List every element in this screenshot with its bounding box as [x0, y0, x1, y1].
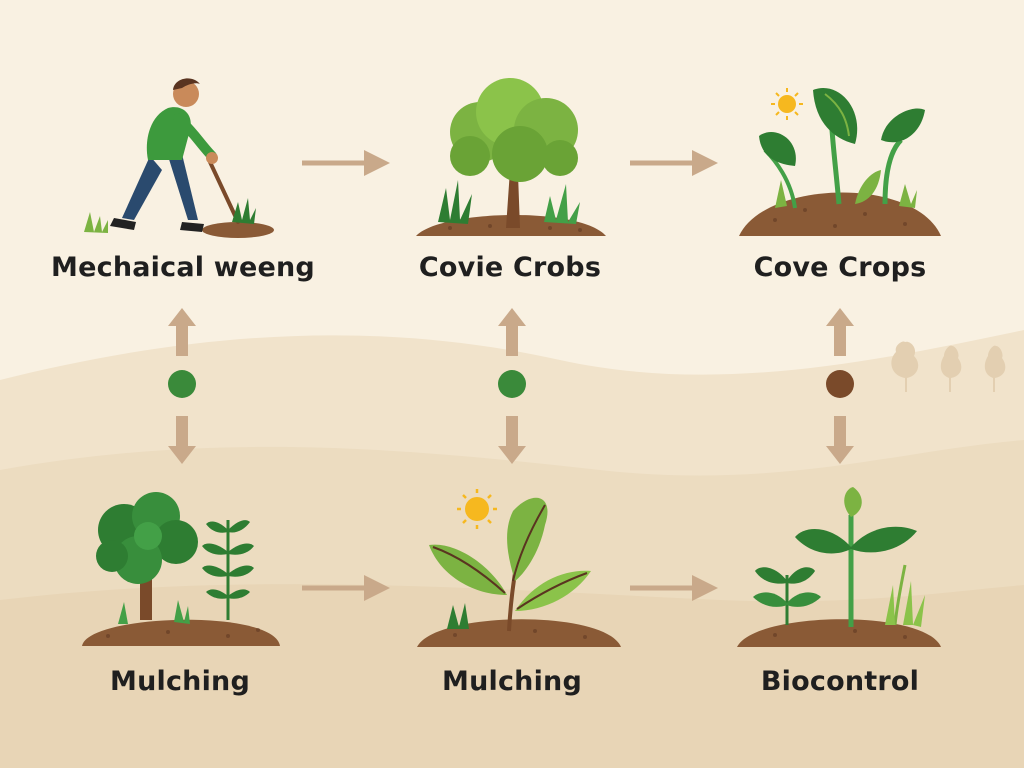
arrow-right-row1-a	[302, 150, 390, 176]
sun-icon	[771, 88, 803, 120]
node-label-mulching-2: Mulching	[442, 666, 582, 697]
node-label-mulching-1: Mulching	[110, 666, 250, 697]
sun-icon	[457, 489, 497, 529]
node-label-cove-crops: Cove Crops	[753, 252, 927, 283]
tree-icon	[416, 78, 606, 236]
connector-column-2	[498, 308, 526, 464]
person-hoeing-icon	[84, 78, 274, 238]
connector-dot-3	[826, 370, 854, 398]
node-label-covie-crobs: Covie Crobs	[418, 252, 602, 283]
connector-dot-2	[498, 370, 526, 398]
connector-column-3	[826, 308, 854, 464]
arrow-right-row2-b	[630, 575, 718, 601]
arrow-right-row2-a	[302, 575, 390, 601]
connector-column-1	[168, 308, 196, 464]
arrow-right-row1-b	[630, 150, 718, 176]
large-leaf-sprout-sun-icon	[417, 489, 621, 647]
node-label-biocontrol: Biocontrol	[760, 666, 920, 697]
node-label-mechanical-weeding: Mechaical weeng	[51, 252, 315, 283]
seedlings-icon	[737, 487, 941, 647]
background-trees-icon	[891, 341, 1006, 392]
bush-and-fern-icon	[82, 492, 280, 646]
connector-dot-1	[168, 370, 196, 398]
leafy-sprouts-sun-icon	[739, 88, 941, 236]
